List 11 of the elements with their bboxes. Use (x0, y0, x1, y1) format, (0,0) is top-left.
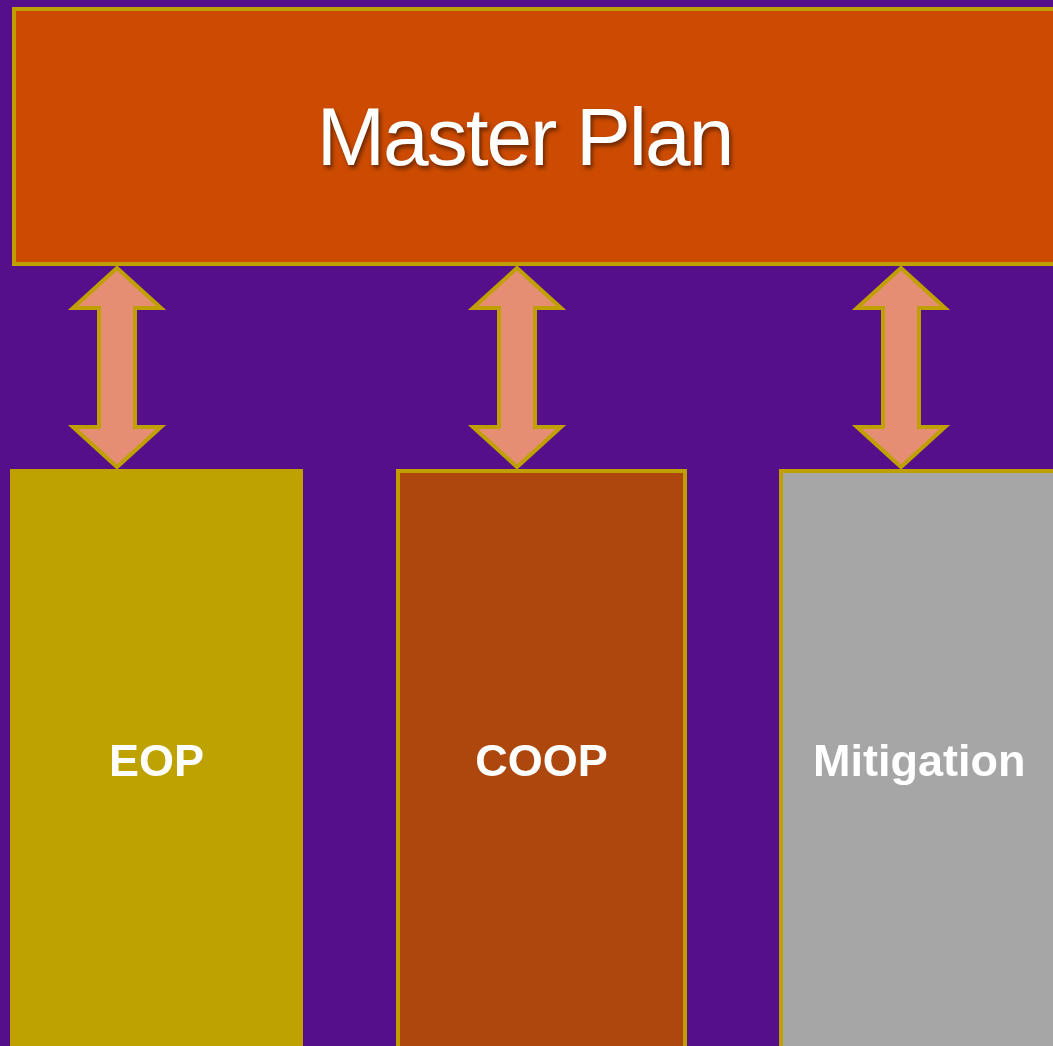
double-arrow (467, 265, 567, 470)
title-text: Master Plan (316, 89, 733, 184)
master-plan-box (12, 7, 1053, 266)
box-label: Mitigation (813, 735, 1026, 787)
double-arrow (67, 265, 167, 470)
plan-box (779, 469, 1053, 1046)
box-label: COOP (475, 735, 608, 787)
plan-box (10, 469, 303, 1046)
box-label: EOP (108, 735, 204, 787)
double-arrow (851, 265, 951, 470)
plan-box (396, 469, 687, 1046)
